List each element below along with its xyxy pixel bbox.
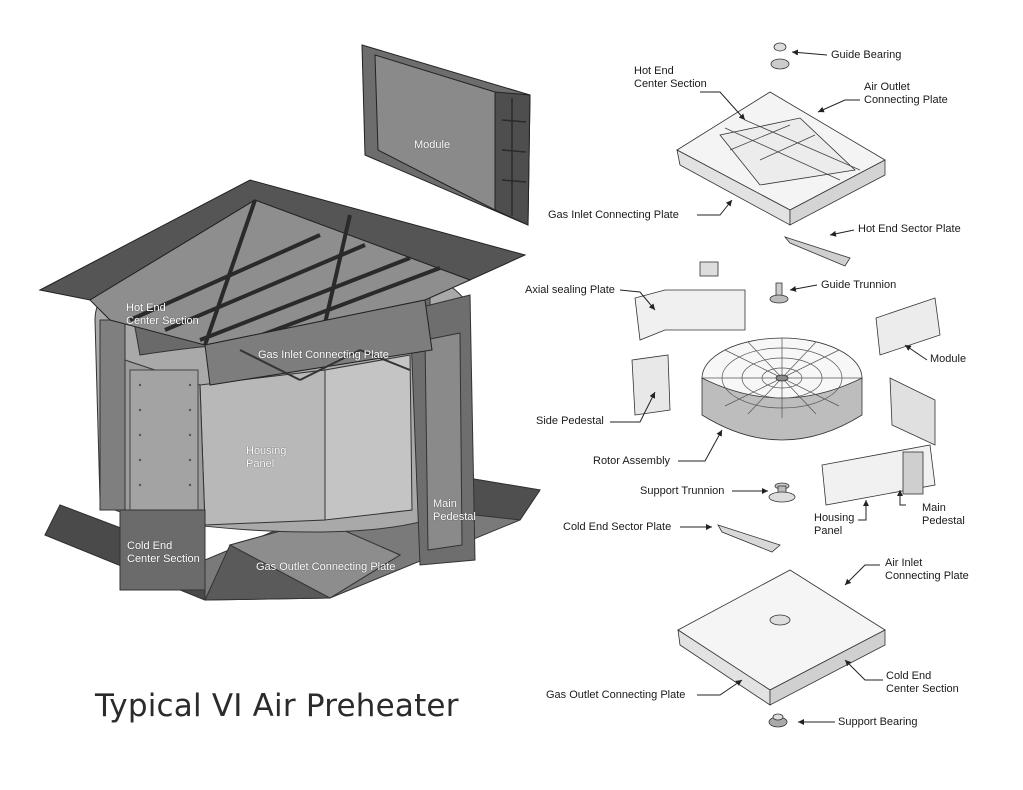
label-gas-outlet-left: Gas Outlet Connecting Plate [256,561,396,573]
label-axial-sealing: Axial sealing Plate [525,284,615,296]
leader-lines [610,49,928,725]
label-gas-inlet-left: Gas Inlet Connecting Plate [258,349,389,361]
label-gas-inlet-right: Gas Inlet Connecting Plate [548,209,679,221]
label-support-trunnion: Support Trunnion [640,485,725,497]
label-rotor-assembly: Rotor Assembly [593,455,671,467]
label-housing-right: Housing Panel [814,512,855,537]
assembled-preheater-illustration [38,44,541,601]
label-module-right: Module [930,353,967,365]
label-air-inlet: Air Inlet Connecting Plate [885,557,969,582]
label-guide-bearing: Guide Bearing [831,49,902,61]
label-cold-end-sector: Cold End Sector Plate [563,521,672,533]
exploded-view-illustration [631,42,941,728]
label-hot-end-sector: Hot End Sector Plate [858,223,961,235]
figure-title: Typical VI Air Preheater [95,688,459,724]
label-hot-end-right: Hot End Center Section [634,65,707,90]
label-support-bearing: Support Bearing [838,716,918,728]
label-cold-end-left: Cold End Center Section [127,540,200,565]
label-hot-end-left: Hot End Center Section [126,302,199,327]
label-main-pedestal-right: Main Pedestal [922,502,965,527]
label-module-left: Module [414,139,451,151]
label-guide-trunnion: Guide Trunnion [821,279,897,291]
label-air-outlet: Air Outlet Connecting Plate [864,81,948,106]
label-main-pedestal-left: Main Pedestal [433,498,476,523]
label-gas-outlet-right: Gas Outlet Connecting Plate [546,689,686,701]
label-cold-end-right: Cold End Center Section [886,670,959,695]
label-housing-left: Housing Panel [246,445,287,470]
label-side-pedestal: Side Pedestal [536,415,604,427]
